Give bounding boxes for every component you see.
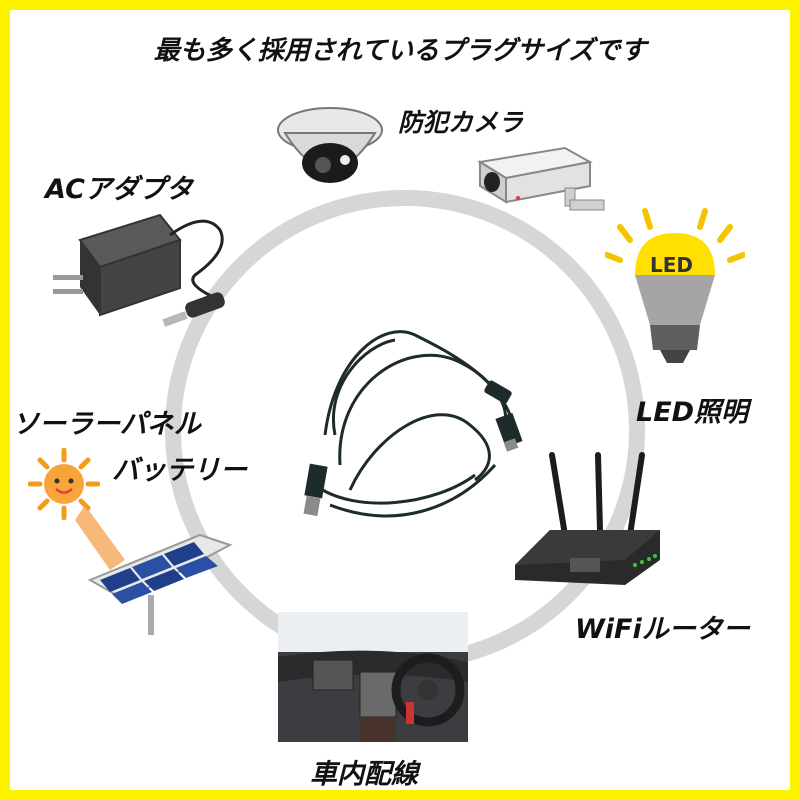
label-wifi-router: WiFiルーター bbox=[575, 614, 750, 645]
solar-panel-icon bbox=[75, 505, 233, 635]
led-bulb-text: LED bbox=[650, 253, 694, 277]
label-car-wiring: 車内配線 bbox=[310, 759, 418, 790]
label-security-camera: 防犯カメラ bbox=[398, 108, 524, 137]
label-ac-adapter: ACアダプタ bbox=[45, 174, 193, 205]
sun-icon bbox=[28, 448, 100, 520]
car-interior-photo bbox=[278, 612, 468, 742]
led-bulb-icon bbox=[605, 208, 745, 363]
label-led-lighting: LED照明 bbox=[636, 397, 749, 428]
label-solar-panel: ソーラーパネル bbox=[12, 409, 201, 440]
dome-camera-icon bbox=[277, 107, 383, 183]
wifi-router-icon bbox=[515, 452, 660, 585]
bullet-camera-icon bbox=[477, 146, 605, 211]
dc-cable-icon bbox=[303, 330, 523, 518]
ac-adapter-icon bbox=[53, 213, 225, 327]
headline: 最も多く採用されているプラグサイズです bbox=[153, 36, 647, 66]
label-battery: バッテリー bbox=[112, 455, 247, 486]
